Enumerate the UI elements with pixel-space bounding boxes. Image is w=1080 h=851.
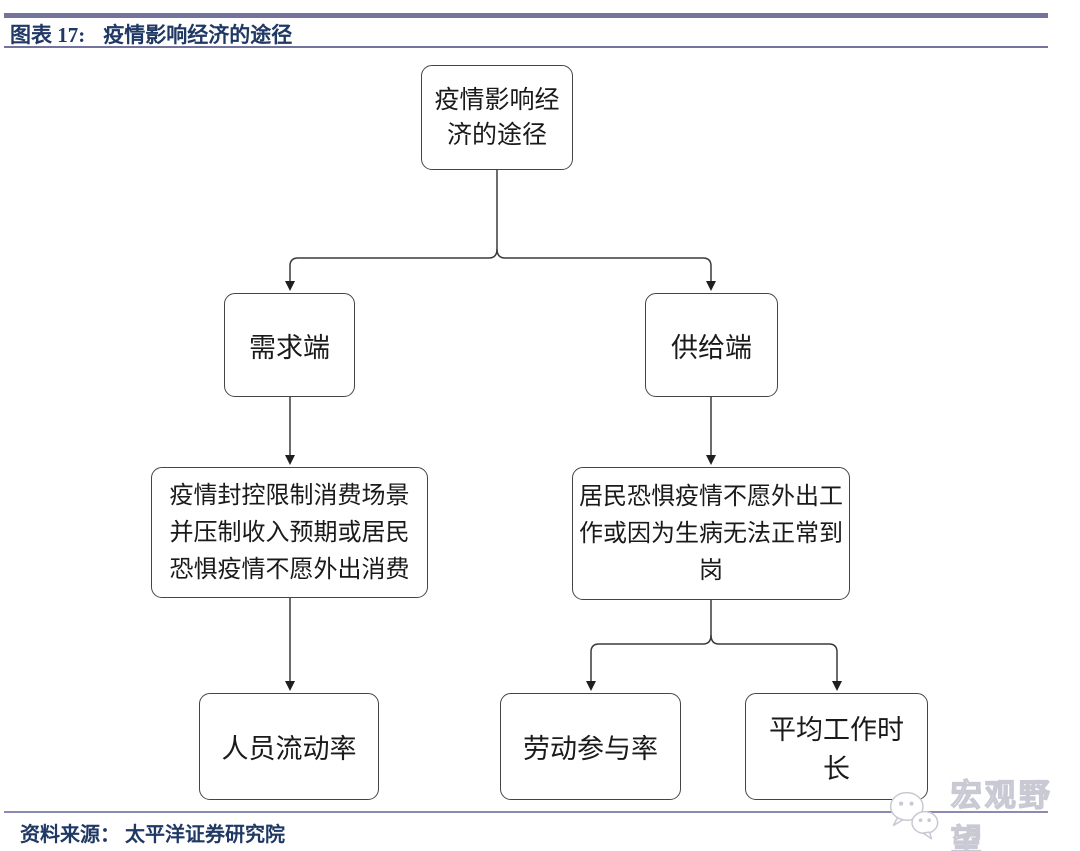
node-supply-side: 供给端 <box>645 293 778 397</box>
node-root: 疫情影响经济的途径 <box>421 65 573 170</box>
node-demand-detail: 疫情封控限制消费场景并压制收入预期或居民恐惧疫情不愿外出消费 <box>151 467 428 598</box>
connector-root-to-demand <box>285 248 498 291</box>
node-supply-detail-label: 居民恐惧疫情不愿外出工作或因为生病无法正常到岗 <box>579 483 843 584</box>
title-underline-rule <box>4 46 1048 48</box>
watermark-text: 宏观野望 <box>950 777 1053 851</box>
node-demand-label: 需求端 <box>249 332 330 363</box>
connector-root-to-supply <box>496 248 716 291</box>
node-supply-label: 供给端 <box>671 332 752 363</box>
node-labor-participation-label: 劳动参与率 <box>523 734 658 764</box>
node-average-working-hours-label: 平均工作时长 <box>769 714 904 784</box>
node-labor-participation: 劳动参与率 <box>500 693 681 800</box>
node-demand-detail-label: 疫情封控限制消费场景并压制收入预期或居民恐惧疫情不愿外出消费 <box>169 482 410 583</box>
connector-to-participation <box>586 634 712 691</box>
wechat-icon <box>889 791 939 840</box>
node-root-label: 疫情影响经济的途径 <box>434 85 560 149</box>
bottom-rule <box>4 811 1048 813</box>
watermark: 宏观野望 <box>884 770 1080 851</box>
figure-title: 疫情影响经济的途径 <box>103 23 293 47</box>
top-accent-rule <box>4 13 1048 18</box>
node-average-working-hours: 平均工作时长 <box>745 693 928 800</box>
node-personnel-mobility: 人员流动率 <box>199 693 379 800</box>
figure-header: 图表 17: 疫情影响经济的途径 <box>10 19 292 49</box>
node-demand-side: 需求端 <box>224 293 355 397</box>
connector-to-hours <box>710 634 842 691</box>
source-note: 资料来源： 太平洋证券研究院 <box>20 824 285 846</box>
figure-number-label: 图表 17: <box>10 23 86 47</box>
node-supply-detail: 居民恐惧疫情不愿外出工作或因为生病无法正常到岗 <box>572 467 850 600</box>
node-personnel-mobility-label: 人员流动率 <box>221 734 357 764</box>
